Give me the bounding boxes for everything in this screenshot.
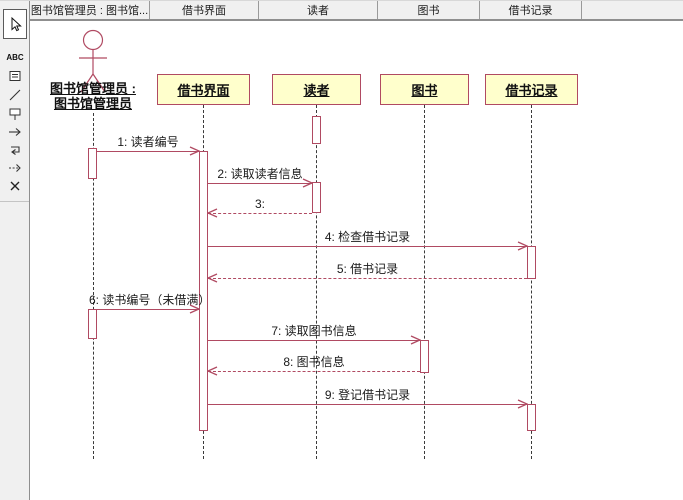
activation-book-1[interactable] xyxy=(420,340,429,373)
activation-actor-2[interactable] xyxy=(88,309,97,339)
message-5[interactable]: 5: 借书记录 xyxy=(207,261,527,283)
right-arrow-icon xyxy=(9,128,21,136)
message-line xyxy=(97,309,199,310)
message-9[interactable]: 9: 登记借书记录 xyxy=(208,387,528,409)
object-box-borrow-record[interactable]: 借书记录 xyxy=(485,74,578,105)
object-label: 读者 xyxy=(303,83,330,98)
anchor-note-tool-button[interactable] xyxy=(3,85,27,105)
actor-stick-figure[interactable] xyxy=(60,27,126,95)
note-icon xyxy=(9,71,21,81)
activation-actor-1[interactable] xyxy=(88,148,97,179)
message-label: 5: 借书记录 xyxy=(336,262,399,276)
object-label: 图书 xyxy=(411,83,438,98)
tool-group: ABC xyxy=(0,1,29,202)
column-header-empty xyxy=(582,1,683,19)
message-line xyxy=(208,340,420,341)
object-tool-button[interactable] xyxy=(3,104,27,124)
message-label: 1: 读者编号 xyxy=(117,135,179,149)
message-4[interactable]: 4: 检查借书记录 xyxy=(208,229,528,251)
text-box-tool-button[interactable]: ABC xyxy=(3,47,27,67)
message-line xyxy=(97,151,199,152)
bent-return-arrow-icon xyxy=(11,146,20,155)
lifeline-borrow-record xyxy=(531,105,532,459)
abc-text-icon: ABC xyxy=(6,53,24,62)
object-label: 借书记录 xyxy=(505,83,558,98)
message-line xyxy=(208,183,312,184)
object-label: 借书界面 xyxy=(177,83,230,98)
actor-label[interactable]: 图书馆管理员 : 图书馆管理员 xyxy=(20,81,166,111)
message-line xyxy=(208,246,527,247)
message-3[interactable]: 3: xyxy=(207,196,312,218)
column-header-book[interactable]: 图书 xyxy=(378,1,480,19)
activation-borrow-record-1[interactable] xyxy=(527,246,536,279)
object-box-book[interactable]: 图书 xyxy=(380,74,469,105)
message-6[interactable]: 6: 读书编号（未借满） xyxy=(89,292,210,314)
column-header-borrow-ui[interactable]: 借书界面 xyxy=(150,1,259,19)
message-line xyxy=(208,278,527,279)
arrowhead-right-icon xyxy=(189,304,200,314)
activation-reader-initial[interactable] xyxy=(312,116,321,144)
message-8[interactable]: 8: 图书信息 xyxy=(207,354,420,376)
object-box-borrow-ui[interactable]: 借书界面 xyxy=(157,74,250,105)
activation-borrow-record-2[interactable] xyxy=(527,404,536,431)
activation-borrow-ui-main[interactable] xyxy=(199,151,208,431)
arrowhead-left-icon xyxy=(207,273,218,283)
message-to-self-tool-button[interactable] xyxy=(3,140,27,160)
message-line xyxy=(208,404,527,405)
arrowhead-right-icon xyxy=(517,241,528,251)
message-label: 6: 读书编号（未借满） xyxy=(89,293,211,307)
dashed-arrow-icon xyxy=(9,164,21,172)
column-header-borrow-record[interactable]: 借书记录 xyxy=(480,1,582,19)
activation-reader-2[interactable] xyxy=(312,182,321,213)
arrowhead-left-icon xyxy=(207,208,218,218)
svg-text:ABC: ABC xyxy=(6,53,24,62)
message-7[interactable]: 7: 读取图书信息 xyxy=(208,323,421,345)
arrowhead-right-icon xyxy=(302,178,313,188)
lifeline-column-header: 图书馆管理员 : 图书馆... 借书界面 读者 图书 借书记录 xyxy=(30,1,683,21)
arrowhead-right-icon xyxy=(189,146,200,156)
tool-palette: ABC xyxy=(0,1,30,500)
arrowhead-right-icon xyxy=(517,399,528,409)
message-line xyxy=(208,371,420,372)
lifeline-reader xyxy=(316,105,317,459)
object-box-reader[interactable]: 读者 xyxy=(272,74,361,105)
object-lifeline-icon xyxy=(9,108,21,120)
message-label: 4: 检查借书记录 xyxy=(324,230,411,244)
object-message-tool-button[interactable] xyxy=(3,122,27,142)
selection-tool-button[interactable] xyxy=(3,9,27,39)
column-header-reader[interactable]: 读者 xyxy=(259,1,378,19)
message-2[interactable]: 2: 读取读者信息 xyxy=(208,166,313,188)
message-line xyxy=(208,213,312,214)
arrowhead-left-icon xyxy=(207,366,218,376)
message-label: 2: 读取读者信息 xyxy=(217,167,303,181)
message-label: 7: 读取图书信息 xyxy=(271,324,357,338)
message-label: 9: 登记借书记录 xyxy=(324,388,411,402)
arrowhead-right-icon xyxy=(410,335,421,345)
cursor-icon xyxy=(11,16,22,32)
destruction-marker-tool-button[interactable] xyxy=(3,176,27,196)
message-1[interactable]: 1: 读者编号 xyxy=(97,134,200,156)
actor-label-line1: 图书馆管理员 : xyxy=(50,81,136,96)
lifeline-book xyxy=(424,105,425,459)
lifeline-actor xyxy=(93,113,94,459)
column-header-actor[interactable]: 图书馆管理员 : 图书馆... xyxy=(30,1,150,19)
anchor-line-icon xyxy=(9,89,21,101)
message-label: 3: xyxy=(254,197,265,211)
return-message-tool-button[interactable] xyxy=(3,158,27,178)
x-destruction-icon xyxy=(10,181,20,191)
actor-label-line2: 图书馆管理员 xyxy=(53,96,132,111)
note-tool-button[interactable] xyxy=(3,66,27,86)
message-label: 8: 图书信息 xyxy=(283,355,345,369)
